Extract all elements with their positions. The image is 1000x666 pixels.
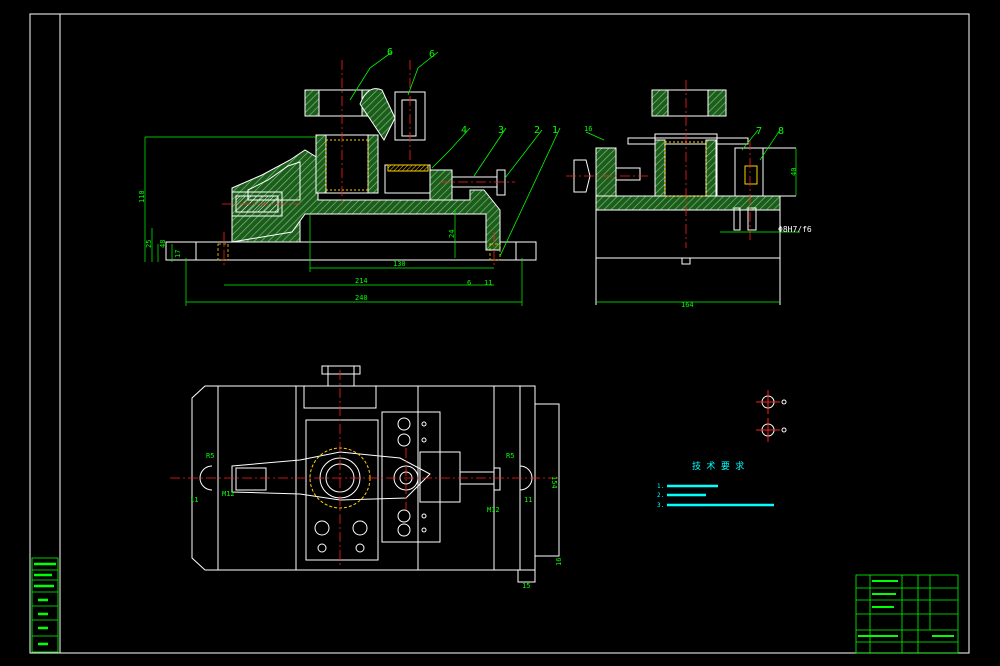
notes-title: 技 术 要 求	[692, 460, 744, 472]
dim-plan-left-bolt: M12	[222, 490, 235, 498]
dim-small-2: 11	[484, 279, 492, 287]
plan-holes	[314, 417, 427, 553]
drawing-frame	[29, 13, 970, 654]
part-label-4: 4	[461, 125, 467, 136]
centerlines	[222, 60, 515, 268]
leader-lines	[349, 51, 561, 257]
top-knob	[304, 88, 426, 141]
side-clamp	[573, 137, 749, 197]
note-item-1: 1.	[657, 483, 664, 490]
side-texts: 7 8 Φ8H7/f6 164 40 16	[584, 125, 812, 309]
side-leaders	[585, 129, 800, 303]
dim-plan-bottom-2: 16	[555, 558, 563, 566]
dim-span-3: 240	[355, 294, 368, 302]
dim-side-b: 48	[159, 240, 167, 248]
dimension-texts: 110 25 48 17 24 130 214 240 6 11	[138, 190, 492, 302]
plan-outline	[191, 385, 536, 571]
note-text-lines	[667, 484, 774, 507]
dim-span-1: 130	[393, 260, 406, 268]
dim-plan-right-depth: 154	[550, 476, 558, 489]
title-block	[855, 574, 959, 654]
side-base	[595, 209, 781, 305]
part-label-6a: 6	[387, 47, 393, 58]
revision-strip	[31, 557, 59, 653]
fit-annotation: Φ8H7/f6	[778, 225, 812, 234]
dim-plan-left-r: R5	[206, 452, 214, 460]
dim-side-width: 164	[681, 301, 694, 309]
dim-height-total: 110	[138, 190, 146, 203]
dimension-lines	[144, 136, 523, 306]
clamp-assembly	[384, 164, 506, 201]
plan-dimension-texts: R5 R5 11 11 M12 M12 154 15 16	[190, 452, 563, 590]
part-number-labels: 6 6 4 3 2 1	[387, 47, 558, 136]
part-label-2: 2	[534, 125, 540, 136]
dim-side-c: 17	[174, 250, 182, 258]
side-bushing	[651, 89, 727, 197]
hidden-lines	[217, 243, 501, 261]
dim-mid-height: 24	[448, 230, 456, 238]
note-item-3: 3.	[657, 502, 664, 509]
part-label-8: 8	[778, 126, 784, 137]
side-centerlines	[566, 80, 751, 248]
plan-ribs	[217, 386, 560, 583]
front-view: 6 6 4 3 2 1 110 25 48 17 24	[138, 47, 561, 306]
dim-small-1: 6	[467, 279, 471, 287]
side-pins	[733, 147, 797, 231]
dim-plan-right-r: R5	[506, 452, 514, 460]
dim-plan-right-bolt: M12	[487, 506, 500, 514]
dim-span-2: 214	[355, 277, 368, 285]
plan-view: R5 R5 11 11 M12 M12 154 15 16	[170, 365, 563, 590]
dim-side-a: 25	[145, 240, 153, 248]
part-label-3: 3	[498, 125, 504, 136]
left-bolt	[231, 191, 283, 217]
part-label-1: 1	[552, 125, 558, 136]
side-view: 7 8 Φ8H7/f6 164 40 16	[566, 80, 812, 309]
position-symbols	[756, 390, 787, 442]
dim-plan-bottom-1: 15	[522, 582, 530, 590]
part-label-7: 7	[756, 126, 762, 137]
technical-requirements: 技 术 要 求 1. 2. 3.	[657, 460, 774, 509]
dim-plan-left-w: 11	[190, 496, 198, 504]
note-item-2: 2.	[657, 492, 664, 499]
dim-side-left-label: 16	[584, 125, 592, 133]
dim-side-right-height: 40	[790, 168, 798, 176]
body-cross-section	[231, 149, 501, 251]
bushing-block	[315, 134, 379, 194]
plan-centerlines	[170, 370, 560, 568]
dim-plan-right-w: 11	[524, 496, 532, 504]
part-label-6b: 6	[429, 49, 435, 60]
